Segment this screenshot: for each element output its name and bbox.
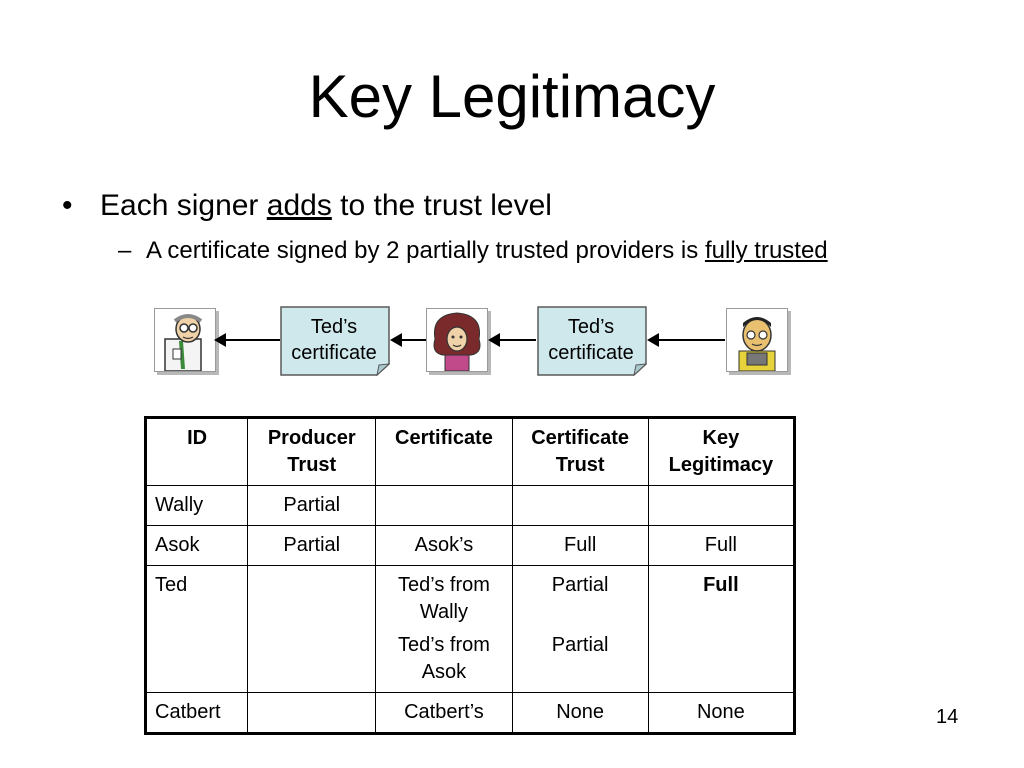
cert-label-line2: certificate (548, 342, 634, 364)
wally-icon (154, 308, 216, 372)
cell-id: Asok (144, 525, 249, 566)
cell-certificate-trust: Full (511, 525, 649, 566)
table-row: Asok Partial Asok’s Full Full (144, 525, 796, 566)
cert-label-line1: Ted’s (310, 316, 358, 338)
cell-key-legitimacy: Full (647, 565, 796, 693)
bullet2-underlined: fully trusted (704, 237, 828, 264)
dash-marker: – (118, 237, 132, 264)
arrow-left (488, 333, 536, 347)
cell-certificate (375, 485, 513, 526)
bullet-level-1: • Each signer adds to the trust level (62, 188, 552, 224)
cell-producer-trust: Partial (247, 525, 377, 566)
cell-certificate-trust: Partial Partial (511, 565, 649, 693)
cell-producer-trust (247, 692, 377, 734)
cell-certificate: Catbert’s (375, 692, 513, 734)
certificate-1: Ted’s certificate (280, 306, 390, 376)
arrow-left (214, 333, 280, 347)
bullet-marker: • (62, 189, 73, 222)
page-number: 14 (936, 706, 959, 728)
header-certificate: Certificate (375, 417, 513, 486)
cert-label-line2: certificate (291, 342, 377, 364)
slide-title: Key Legitimacy (308, 63, 716, 130)
table-row: Catbert Catbert’s None None (144, 692, 796, 734)
arrow-left (390, 333, 426, 347)
cell-certificate-trust: None (511, 692, 649, 734)
arrow-left (647, 333, 725, 347)
cell-id: Ted (144, 565, 249, 693)
header-id: ID (144, 417, 249, 486)
bullet1-underlined: adds (266, 189, 332, 222)
cell-certificate-trust (511, 485, 649, 526)
cert-label-line1: Ted’s (567, 316, 615, 338)
bullet2-text-pre: A certificate signed by 2 partially trus… (146, 237, 705, 264)
cell-id: Catbert (144, 692, 249, 734)
cell-producer-trust: Partial (247, 485, 377, 526)
ted-icon (426, 308, 488, 372)
trust-chain-diagram: Ted’s certificate Ted’s certificate (0, 300, 1024, 390)
cell-key-legitimacy: None (647, 692, 796, 734)
cell-id: Wally (144, 485, 249, 526)
table-row: Wally Partial (144, 485, 796, 526)
asok-icon (726, 308, 788, 372)
cell-key-legitimacy (647, 485, 796, 526)
bullet1-text-post: to the trust level (331, 189, 552, 222)
certificate-2: Ted’s certificate (537, 306, 647, 376)
cell-key-legitimacy: Full (647, 525, 796, 566)
bullet1-text-pre: Each signer (100, 189, 267, 222)
bullet-level-2: –A certificate signed by 2 partially tru… (118, 236, 828, 266)
cell-producer-trust (247, 565, 377, 693)
cell-certificate: Asok’s (375, 525, 513, 566)
